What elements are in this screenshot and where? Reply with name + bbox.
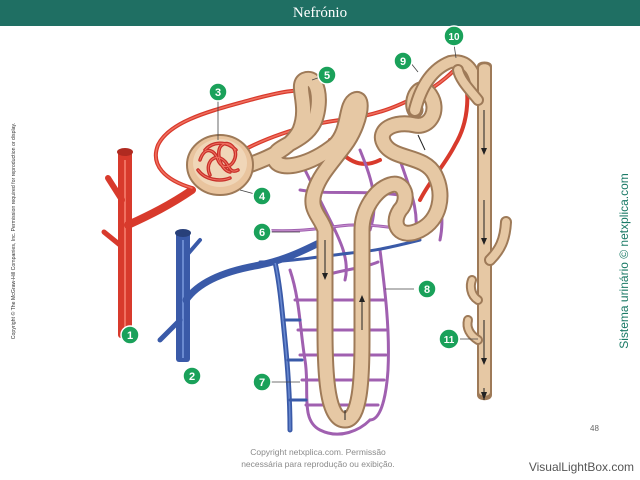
svg-text:11: 11 xyxy=(444,335,455,346)
glomerulus xyxy=(186,134,254,196)
svg-text:10: 10 xyxy=(448,32,460,43)
svg-text:5: 5 xyxy=(324,70,330,82)
title-bar: Nefrónio xyxy=(0,0,640,26)
label-2: 2 xyxy=(182,366,202,386)
renal-vein xyxy=(157,229,329,362)
label-9: 9 xyxy=(393,51,413,71)
label-6: 6 xyxy=(252,222,272,242)
collecting-duct xyxy=(452,61,512,401)
renal-tubule xyxy=(231,54,485,429)
page-title: Nefrónio xyxy=(292,5,348,21)
footer-line-2: necessária para reprodução ou exibição. xyxy=(241,459,395,469)
label-7: 7 xyxy=(252,372,272,392)
footer-copyright: Copyright netxplica.com. Permissão neces… xyxy=(218,446,418,470)
footer-line-1: Copyright netxplica.com. Permissão xyxy=(250,447,386,457)
svg-text:4: 4 xyxy=(259,191,266,203)
svg-text:7: 7 xyxy=(259,377,265,389)
svg-text:8: 8 xyxy=(424,284,430,296)
label-10: 10 xyxy=(443,25,465,47)
label-4: 4 xyxy=(252,186,272,206)
label-3: 3 xyxy=(208,82,228,102)
venules xyxy=(258,238,422,433)
label-11: 11 xyxy=(438,328,460,350)
svg-text:2: 2 xyxy=(189,371,195,383)
svg-text:3: 3 xyxy=(215,87,221,99)
flow-arrows xyxy=(322,110,487,420)
page-number: 48 xyxy=(590,424,599,433)
watermark: VisualLightBox.com xyxy=(528,460,634,474)
svg-text:9: 9 xyxy=(400,56,406,68)
label-1: 1 xyxy=(120,325,140,345)
label-5: 5 xyxy=(317,65,337,85)
renal-artery xyxy=(101,148,196,338)
svg-text:1: 1 xyxy=(127,330,133,342)
label-8: 8 xyxy=(417,279,437,299)
svg-text:6: 6 xyxy=(259,227,265,239)
